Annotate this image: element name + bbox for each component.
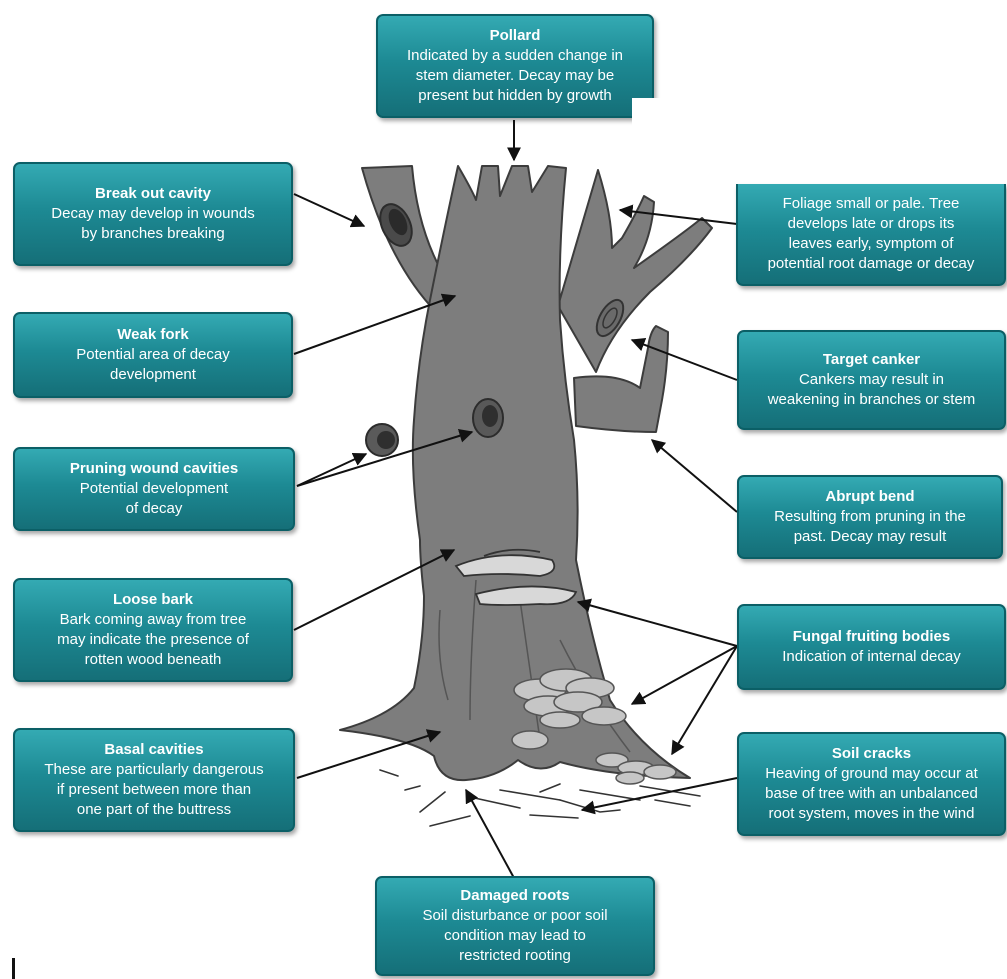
label-text: Bark coming away from tree may indicate … xyxy=(57,611,249,668)
arrow-damaged-roots xyxy=(465,788,515,879)
arrow-basal-cavities xyxy=(296,729,442,779)
label-damaged-roots: Damaged roots Soil disturbance or poor s… xyxy=(375,876,655,976)
label-soil-cracks: Soil cracks Heaving of ground may occur … xyxy=(737,732,1006,836)
label-foliage: Foliage small or pale. Tree develops lat… xyxy=(736,184,1006,286)
label-text: Foliage small or pale. Tree develops lat… xyxy=(767,195,975,272)
label-text: Soil disturbance or poor soil condition … xyxy=(422,907,608,964)
soil-cracks-marks xyxy=(379,769,701,827)
label-title: Pollard xyxy=(489,27,541,44)
fungal-bodies xyxy=(511,668,677,785)
arrow-fungal-3 xyxy=(671,645,738,756)
label-text: Potential development of decay xyxy=(79,480,229,517)
label-text: Decay may develop in wounds by branches … xyxy=(51,205,255,242)
arrow-soil-cracks xyxy=(580,777,738,815)
label-loose-bark: Loose bark Bark coming away from tree ma… xyxy=(13,578,293,682)
label-text: Resulting from pruning in the past. Deca… xyxy=(774,508,966,545)
label-title: Damaged roots xyxy=(460,887,570,904)
arrows xyxy=(293,120,738,879)
label-fungal-fruiting-bodies: Fungal fruiting bodies Indication of int… xyxy=(737,604,1006,690)
label-pruning-wound-cavities: Pruning wound cavities Potential develop… xyxy=(13,447,295,531)
label-weak-fork: Weak fork Potential area of decay develo… xyxy=(13,312,293,398)
arrow-fungal-1 xyxy=(576,598,738,647)
label-title: Pruning wound cavities xyxy=(69,460,239,477)
label-target-canker: Target canker Cankers may result in weak… xyxy=(737,330,1006,430)
label-title: Basal cavities xyxy=(104,741,204,758)
label-title: Break out cavity xyxy=(95,185,211,202)
label-title: Abrupt bend xyxy=(825,488,915,505)
arrow-target-canker xyxy=(630,337,738,381)
arrow-fungal-2 xyxy=(630,645,738,705)
arrow-pruning-wound-1 xyxy=(296,452,368,487)
crop-whiteout-top xyxy=(632,98,1007,186)
label-text: Indicated by a sudden change in stem dia… xyxy=(407,47,623,104)
arrow-pruning-wound-2 xyxy=(296,429,474,487)
label-basal-cavities: Basal cavities These are particularly da… xyxy=(13,728,295,832)
arrow-weak-fork xyxy=(293,293,457,355)
label-title: Loose bark xyxy=(112,591,194,608)
label-title: Soil cracks xyxy=(831,745,912,762)
arrow-break-out-cavity xyxy=(293,193,366,228)
arrow-foliage xyxy=(618,204,738,225)
corner-mark xyxy=(12,958,15,979)
label-text: Cankers may result in weakening in branc… xyxy=(767,371,976,408)
cavities xyxy=(365,203,625,457)
arrow-abrupt-bend xyxy=(650,439,738,513)
bark-texture xyxy=(438,579,631,753)
label-title: Target canker xyxy=(822,351,921,368)
loose-bark-shapes xyxy=(454,548,578,606)
label-text: These are particularly dangerous if pres… xyxy=(44,761,264,818)
label-text: Indication of internal decay xyxy=(782,648,961,665)
label-pollard: Pollard Indicated by a sudden change in … xyxy=(376,14,654,118)
label-abrupt-bend: Abrupt bend Resulting from pruning in th… xyxy=(737,475,1003,559)
label-title: Weak fork xyxy=(117,326,189,343)
label-text: Potential area of decay development xyxy=(76,346,230,383)
label-title: Fungal fruiting bodies xyxy=(792,628,951,645)
label-break-out-cavity: Break out cavity Decay may develop in wo… xyxy=(13,162,293,266)
arrow-loose-bark xyxy=(293,549,456,631)
label-text: Heaving of ground may occur at base of t… xyxy=(765,765,978,822)
